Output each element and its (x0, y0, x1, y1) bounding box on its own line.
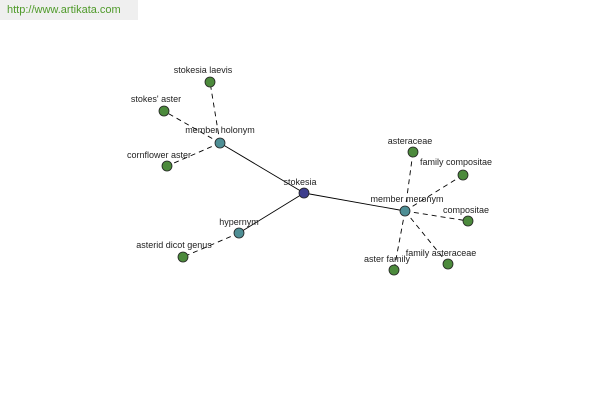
label-member-holonym[interactable]: member holonym (185, 125, 255, 135)
label-asterid-dicot-genus[interactable]: asterid dicot genus (136, 240, 212, 250)
node-asteraceae[interactable] (407, 146, 419, 158)
label-stokes-aster[interactable]: stokes' aster (131, 94, 181, 104)
node-compositae[interactable] (462, 215, 474, 227)
node-aster-family[interactable] (388, 264, 400, 276)
label-cornflower-aster[interactable]: cornflower aster (127, 150, 191, 160)
edge-hypernym-asterid-dicot-genus (182, 232, 240, 258)
node-member-meronym[interactable] (399, 205, 411, 217)
node-member-holonym[interactable] (214, 137, 226, 149)
edge-stokesia-member-meronym (303, 192, 406, 212)
node-stokesia[interactable] (298, 187, 310, 199)
node-asterid-dicot-genus[interactable] (177, 251, 189, 263)
label-aster-family[interactable]: aster family (364, 254, 411, 264)
label-stokesia[interactable]: stokesia (283, 177, 316, 187)
node-family-compositae[interactable] (457, 169, 469, 181)
edge-member-meronym-asteraceae (404, 151, 414, 212)
edge-member-holonym-stokesia-laevis (209, 81, 221, 144)
label-hypernym[interactable]: hypernym (219, 217, 259, 227)
label-asteraceae[interactable]: asteraceae (388, 136, 433, 146)
label-stokesia-laevis[interactable]: stokesia laevis (174, 65, 233, 75)
node-family-asteraceae[interactable] (442, 258, 454, 270)
edge-member-meronym-compositae (404, 210, 469, 222)
node-hypernym[interactable] (233, 227, 245, 239)
site-url-banner[interactable]: http://www.artikata.com (0, 0, 138, 20)
edge-member-meronym-family-asteraceae (404, 210, 449, 265)
label-family-compositae[interactable]: family compositae (420, 157, 492, 167)
node-stokes-aster[interactable] (158, 105, 170, 117)
label-member-meronym[interactable]: member meronym (370, 194, 443, 204)
graph-nodes (158, 76, 474, 276)
edge-member-meronym-aster-family (393, 210, 406, 271)
graph-labels: stokesia member holonym member meronym hype… (127, 65, 492, 264)
edge-member-meronym-family-compositae (404, 174, 464, 212)
edge-stokesia-hypernym (238, 192, 305, 234)
edge-member-holonym-stokes-aster (163, 110, 221, 144)
node-cornflower-aster[interactable] (161, 160, 173, 172)
node-stokesia-laevis[interactable] (204, 76, 216, 88)
edge-stokesia-member-holonym (219, 142, 305, 194)
label-compositae[interactable]: compositae (443, 205, 489, 215)
graph-edges (163, 81, 469, 271)
edge-member-holonym-cornflower-aster (166, 142, 221, 167)
site-url-link[interactable]: http://www.artikata.com (7, 4, 121, 16)
label-family-asteraceae[interactable]: family asteraceae (406, 248, 477, 258)
